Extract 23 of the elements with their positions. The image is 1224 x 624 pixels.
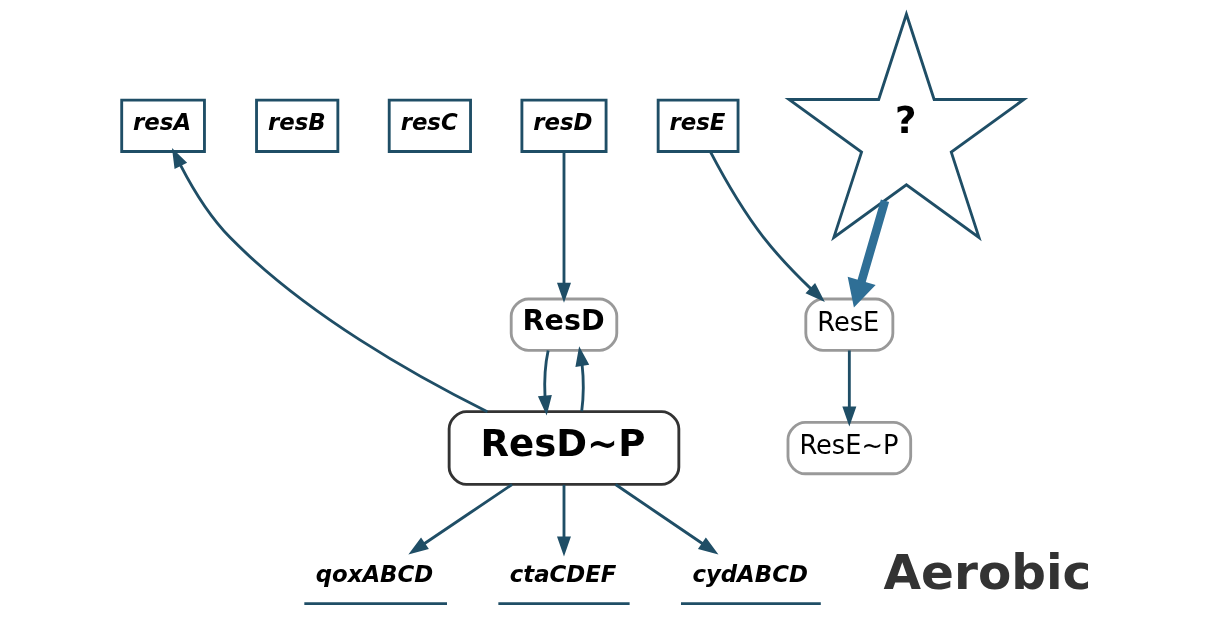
arrow <box>556 484 571 557</box>
label: Aerobic <box>883 543 1091 600</box>
node-box: resB <box>254 98 339 153</box>
node-box: ResD~P <box>447 410 680 486</box>
node-text: qoxABCD <box>315 560 433 587</box>
node-box: ResD <box>509 297 618 352</box>
arrow <box>171 148 488 413</box>
node-box: resA <box>119 98 206 153</box>
node-box: resD <box>519 98 607 153</box>
node-box: ResE <box>803 297 894 352</box>
arrow <box>574 346 589 412</box>
node-text: ctaCDEF <box>509 560 616 587</box>
arrow <box>407 483 513 555</box>
arrow <box>708 150 825 302</box>
arrow <box>614 483 718 555</box>
node-box: ResE~P <box>786 420 912 476</box>
node-text: cydABCD <box>691 560 808 587</box>
arrow <box>537 350 552 416</box>
arrow <box>847 199 889 308</box>
node-box: resE <box>656 98 739 153</box>
node-box: resC <box>387 98 472 153</box>
arrow <box>556 151 571 303</box>
arrow <box>841 350 856 427</box>
